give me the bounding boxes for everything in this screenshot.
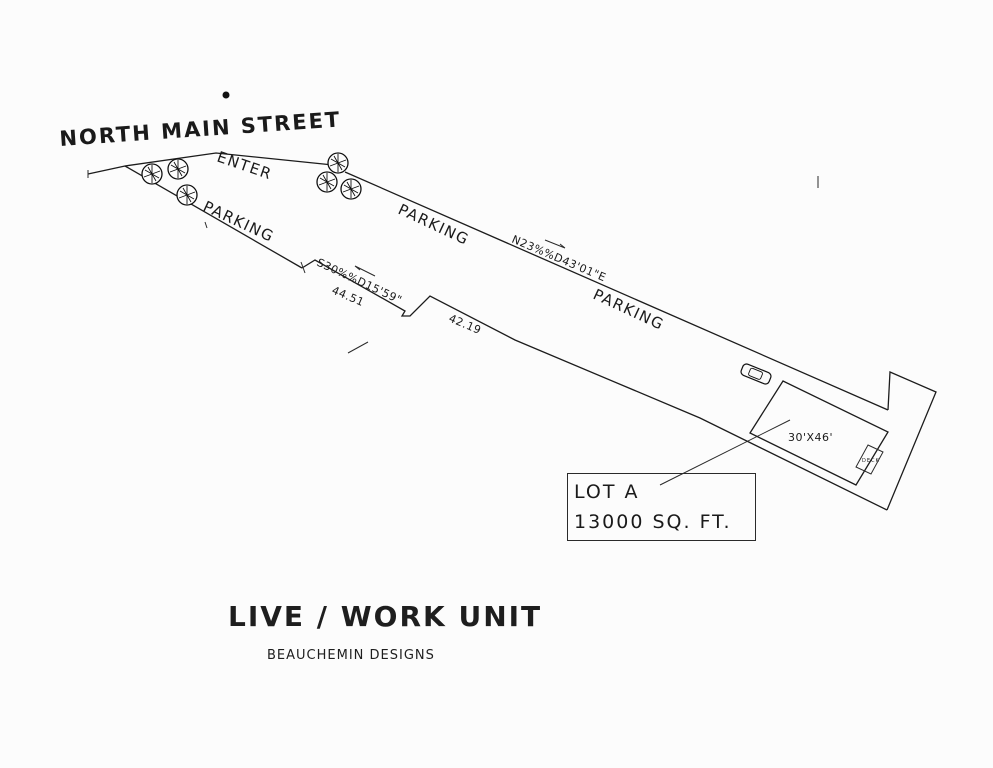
parking-label-lower: PARKING xyxy=(590,285,667,334)
tree-icon xyxy=(340,178,362,200)
south-boundary-line xyxy=(301,259,888,511)
building-footprint xyxy=(749,380,889,486)
tree-icon xyxy=(141,163,163,185)
survey-point-marker xyxy=(222,91,230,99)
lot-leader-line xyxy=(659,419,791,486)
entrance-label: ENTER xyxy=(215,148,275,184)
street-frontage-line xyxy=(87,152,334,175)
street-label: NORTH MAIN STREET xyxy=(59,107,342,151)
lot-area: 13000 SQ. FT. xyxy=(574,511,732,533)
designer-name: BEAUCHEMIN DESIGNS xyxy=(267,648,435,663)
tree-icon xyxy=(327,152,349,174)
lot-info-box: LOT A 13000 SQ. FT. xyxy=(567,473,756,541)
boundary-tick xyxy=(300,261,306,274)
lot-name: LOT A xyxy=(574,481,640,503)
building-dimension-label: 30'X46' xyxy=(788,431,833,444)
bearing-arrow-south xyxy=(354,265,376,277)
reference-tick xyxy=(347,341,369,354)
car-icon xyxy=(740,363,772,385)
rear-lot-line xyxy=(886,371,937,511)
north-boundary-line xyxy=(344,171,889,411)
bearing-label-north: N23%%D43'01"E xyxy=(510,233,608,284)
drawing-title: LIVE / WORK UNIT xyxy=(228,600,543,633)
tree-icon xyxy=(316,171,338,193)
distance-label-second: 42.19 xyxy=(447,312,483,337)
bearing-arrow-north xyxy=(544,239,566,249)
parking-label-upper: PARKING xyxy=(395,200,472,249)
deck-label: DECK xyxy=(862,458,880,464)
deck-outline xyxy=(855,444,884,475)
parking-label-left: PARKING xyxy=(200,197,277,246)
tree-icon xyxy=(167,158,189,180)
tree-icon xyxy=(176,184,198,206)
reference-tick xyxy=(204,221,208,229)
